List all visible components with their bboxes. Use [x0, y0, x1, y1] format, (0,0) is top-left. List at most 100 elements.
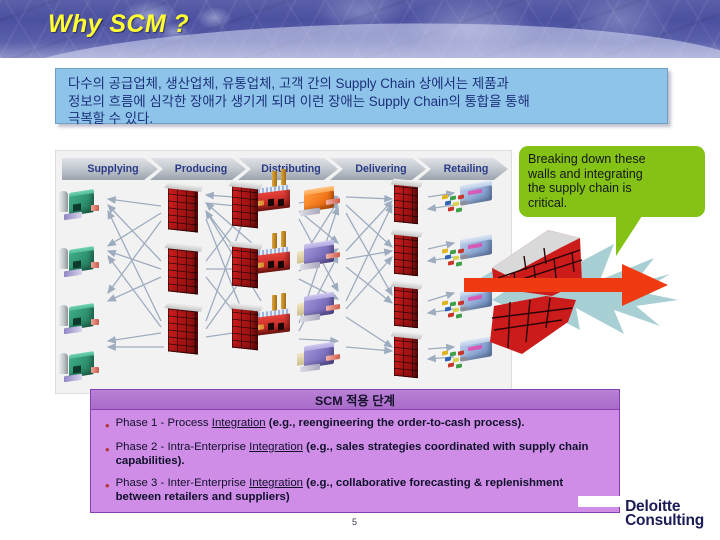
phases-title: SCM 적용 단계 [314, 393, 396, 408]
page-number: 5 [352, 517, 358, 527]
phases-title-band: SCM 적용 단계 [91, 390, 619, 410]
smokestack-icon [281, 293, 286, 309]
retail-store-node [442, 180, 502, 221]
callout-bubble: Breaking down these walls and integratin… [519, 146, 705, 256]
callout-text: Breaking down these walls and integratin… [528, 152, 646, 210]
distribution-center-node [296, 341, 344, 375]
supplier-node [58, 246, 102, 278]
crate-icon [91, 262, 99, 268]
phase-keyword: Integration [249, 441, 303, 453]
header-banner: Why SCM ? [0, 0, 720, 58]
barrier-wall [390, 178, 424, 225]
intro-summary-box: 다수의 공급업체, 생산업체, 유통업체, 고객 간의 Supply Chain… [55, 68, 668, 126]
factory-node [248, 231, 296, 281]
distribution-center-node [296, 291, 344, 325]
deloitte-logo: Deloitte Consulting [625, 498, 704, 529]
intro-summary-text: 다수의 공급업체, 생산업체, 유통업체, 고객 간의 Supply Chain… [68, 76, 530, 126]
phase-detail: (e.g., collaborative forecasting & reple… [115, 477, 564, 503]
window-shape [278, 198, 284, 207]
silo-icon [59, 191, 68, 212]
truck-icon [300, 313, 320, 323]
stage-label: Supplying [87, 163, 139, 175]
silo-icon [59, 248, 68, 269]
smokestack-icon [272, 233, 277, 249]
phase-detail: (e.g., sales strategies coordinated with… [115, 441, 589, 467]
bullet-icon: • [105, 478, 110, 494]
truck-icon [64, 211, 82, 221]
crate-icon [91, 319, 99, 325]
barrier-wall [164, 302, 204, 355]
barrier-wall [390, 280, 424, 329]
broken-wall-lower [490, 296, 576, 354]
phase-lead: Phase 3 - Inter-Enterprise [115, 477, 250, 490]
supplier-node [58, 189, 102, 221]
smokestack-icon [272, 171, 277, 187]
phase-text: Phase 2 - Intra-Enterprise Integration (… [116, 441, 609, 468]
phase-list-item: • Phase 1 - Process Integration (e.g., r… [101, 417, 609, 432]
smokestack-icon [272, 295, 277, 311]
truck-icon [326, 198, 340, 205]
phase-text: Phase 3 - Inter-Enterprise Integration (… [116, 477, 609, 504]
barrier-wall [228, 302, 264, 351]
supplier-node [58, 303, 102, 335]
callout-tail [616, 216, 642, 256]
page-title: Why SCM ? [48, 10, 190, 38]
window-shape [268, 260, 274, 269]
distribution-center-node [296, 185, 344, 219]
door-shape [73, 365, 81, 374]
silo-icon [59, 353, 68, 374]
truck-icon [64, 325, 82, 335]
phase-lead: Phase 1 - Process [115, 417, 212, 429]
phase-list-item: • Phase 2 - Intra-Enterprise Integration… [101, 441, 609, 468]
parking-lot [442, 194, 472, 217]
door-shape [73, 317, 81, 326]
stage-chevron-supplying: Supplying [62, 158, 158, 180]
phase-text: Phase 1 - Process Integration (e.g., ree… [116, 417, 525, 431]
bullet-icon: • [105, 418, 110, 433]
barrier-wall [164, 182, 204, 233]
truck-icon [326, 354, 340, 361]
truck-icon [300, 261, 320, 271]
door-shape [73, 203, 81, 212]
stage-chevron-retailing: Retailing [418, 158, 508, 180]
barrier-wall [390, 228, 424, 277]
phase-lead: Phase 2 - Intra-Enterprise [115, 441, 250, 453]
factory-node [248, 293, 296, 343]
truck-icon [64, 373, 82, 383]
stage-label: Producing [174, 163, 228, 175]
phase-detail: (e.g., reengineering the order-to-cash p… [265, 417, 525, 429]
supply-chain-diagram: Supplying Producing Distributing Deliver… [55, 150, 512, 394]
stage-chevron-delivering: Delivering [330, 158, 426, 180]
truck-icon [326, 304, 340, 311]
phases-list: • Phase 1 - Process Integration (e.g., r… [91, 410, 619, 504]
wall-breakthrough-graphic [464, 230, 678, 354]
logo-line-1: Deloitte [625, 498, 681, 515]
window-shape [268, 198, 274, 207]
barrier-wall [390, 330, 424, 379]
phase-list-item: • Phase 3 - Inter-Enterprise Integration… [101, 477, 609, 504]
smokestack-icon [281, 231, 286, 247]
truck-icon [64, 268, 82, 278]
door-shape [73, 260, 81, 269]
scm-phases-box: SCM 적용 단계 • Phase 1 - Process Integratio… [90, 389, 620, 513]
crate-icon [91, 205, 99, 211]
truck-icon [300, 363, 320, 373]
truck-icon [300, 207, 320, 217]
logo-clip-mask [578, 496, 708, 507]
stage-chevron-producing: Producing [150, 158, 246, 180]
stage-label: Delivering [355, 163, 407, 175]
window-shape [278, 260, 284, 269]
breakthrough-arrow-icon [464, 264, 668, 306]
phase-keyword: Integration [249, 477, 303, 490]
factory-node [248, 169, 296, 219]
stage-label: Retailing [443, 163, 489, 175]
crate-icon [91, 367, 99, 373]
barrier-wall [164, 242, 204, 295]
smokestack-icon [281, 169, 286, 185]
bullet-icon: • [105, 442, 110, 457]
distribution-center-node [296, 239, 344, 273]
barrier-wall [228, 240, 264, 289]
window-shape [268, 322, 274, 331]
window-shape [278, 322, 284, 331]
logo-line-2: Consulting [625, 512, 704, 529]
